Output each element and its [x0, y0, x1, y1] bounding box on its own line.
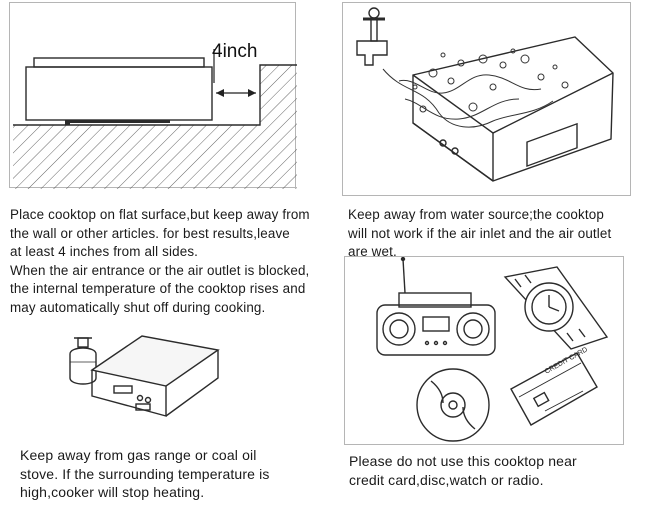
gas-illustration-panel	[36, 324, 242, 422]
clearance-diagram	[13, 49, 297, 189]
clearance-dimension-label: 4inch	[212, 41, 258, 62]
gas-caption: Keep away from gas range or coal oil sto…	[20, 447, 270, 501]
watch-icon	[503, 266, 609, 350]
cooktop-body	[25, 66, 213, 121]
credit-card-icon	[510, 352, 598, 426]
devices-caption: Please do not use this cooktop near cred…	[349, 453, 577, 488]
clearance-illustration-panel: 4inch	[9, 2, 297, 189]
clearance-caption: Place cooktop on flat surface,but keep a…	[10, 207, 310, 315]
faucet-icon	[356, 7, 388, 66]
water-caption: Keep away from water source;the cooktop …	[348, 207, 612, 259]
devices-diagram: CREDIT CARD	[376, 257, 609, 442]
clearance-arrow	[213, 49, 256, 97]
devices-illustration-panel: CREDIT CARD	[344, 256, 624, 445]
water-illustration-panel	[342, 2, 631, 196]
disc-icon	[416, 368, 490, 442]
wet-cooktop	[412, 36, 614, 182]
gas-cylinder-icon	[69, 337, 97, 385]
water-splash	[382, 48, 569, 128]
gas-diagram	[69, 335, 220, 417]
water-diagram	[356, 7, 614, 182]
counter-surface	[13, 65, 297, 189]
radio-icon	[376, 257, 496, 356]
gas-cooktop	[90, 335, 220, 417]
cooktop-top	[33, 57, 205, 68]
